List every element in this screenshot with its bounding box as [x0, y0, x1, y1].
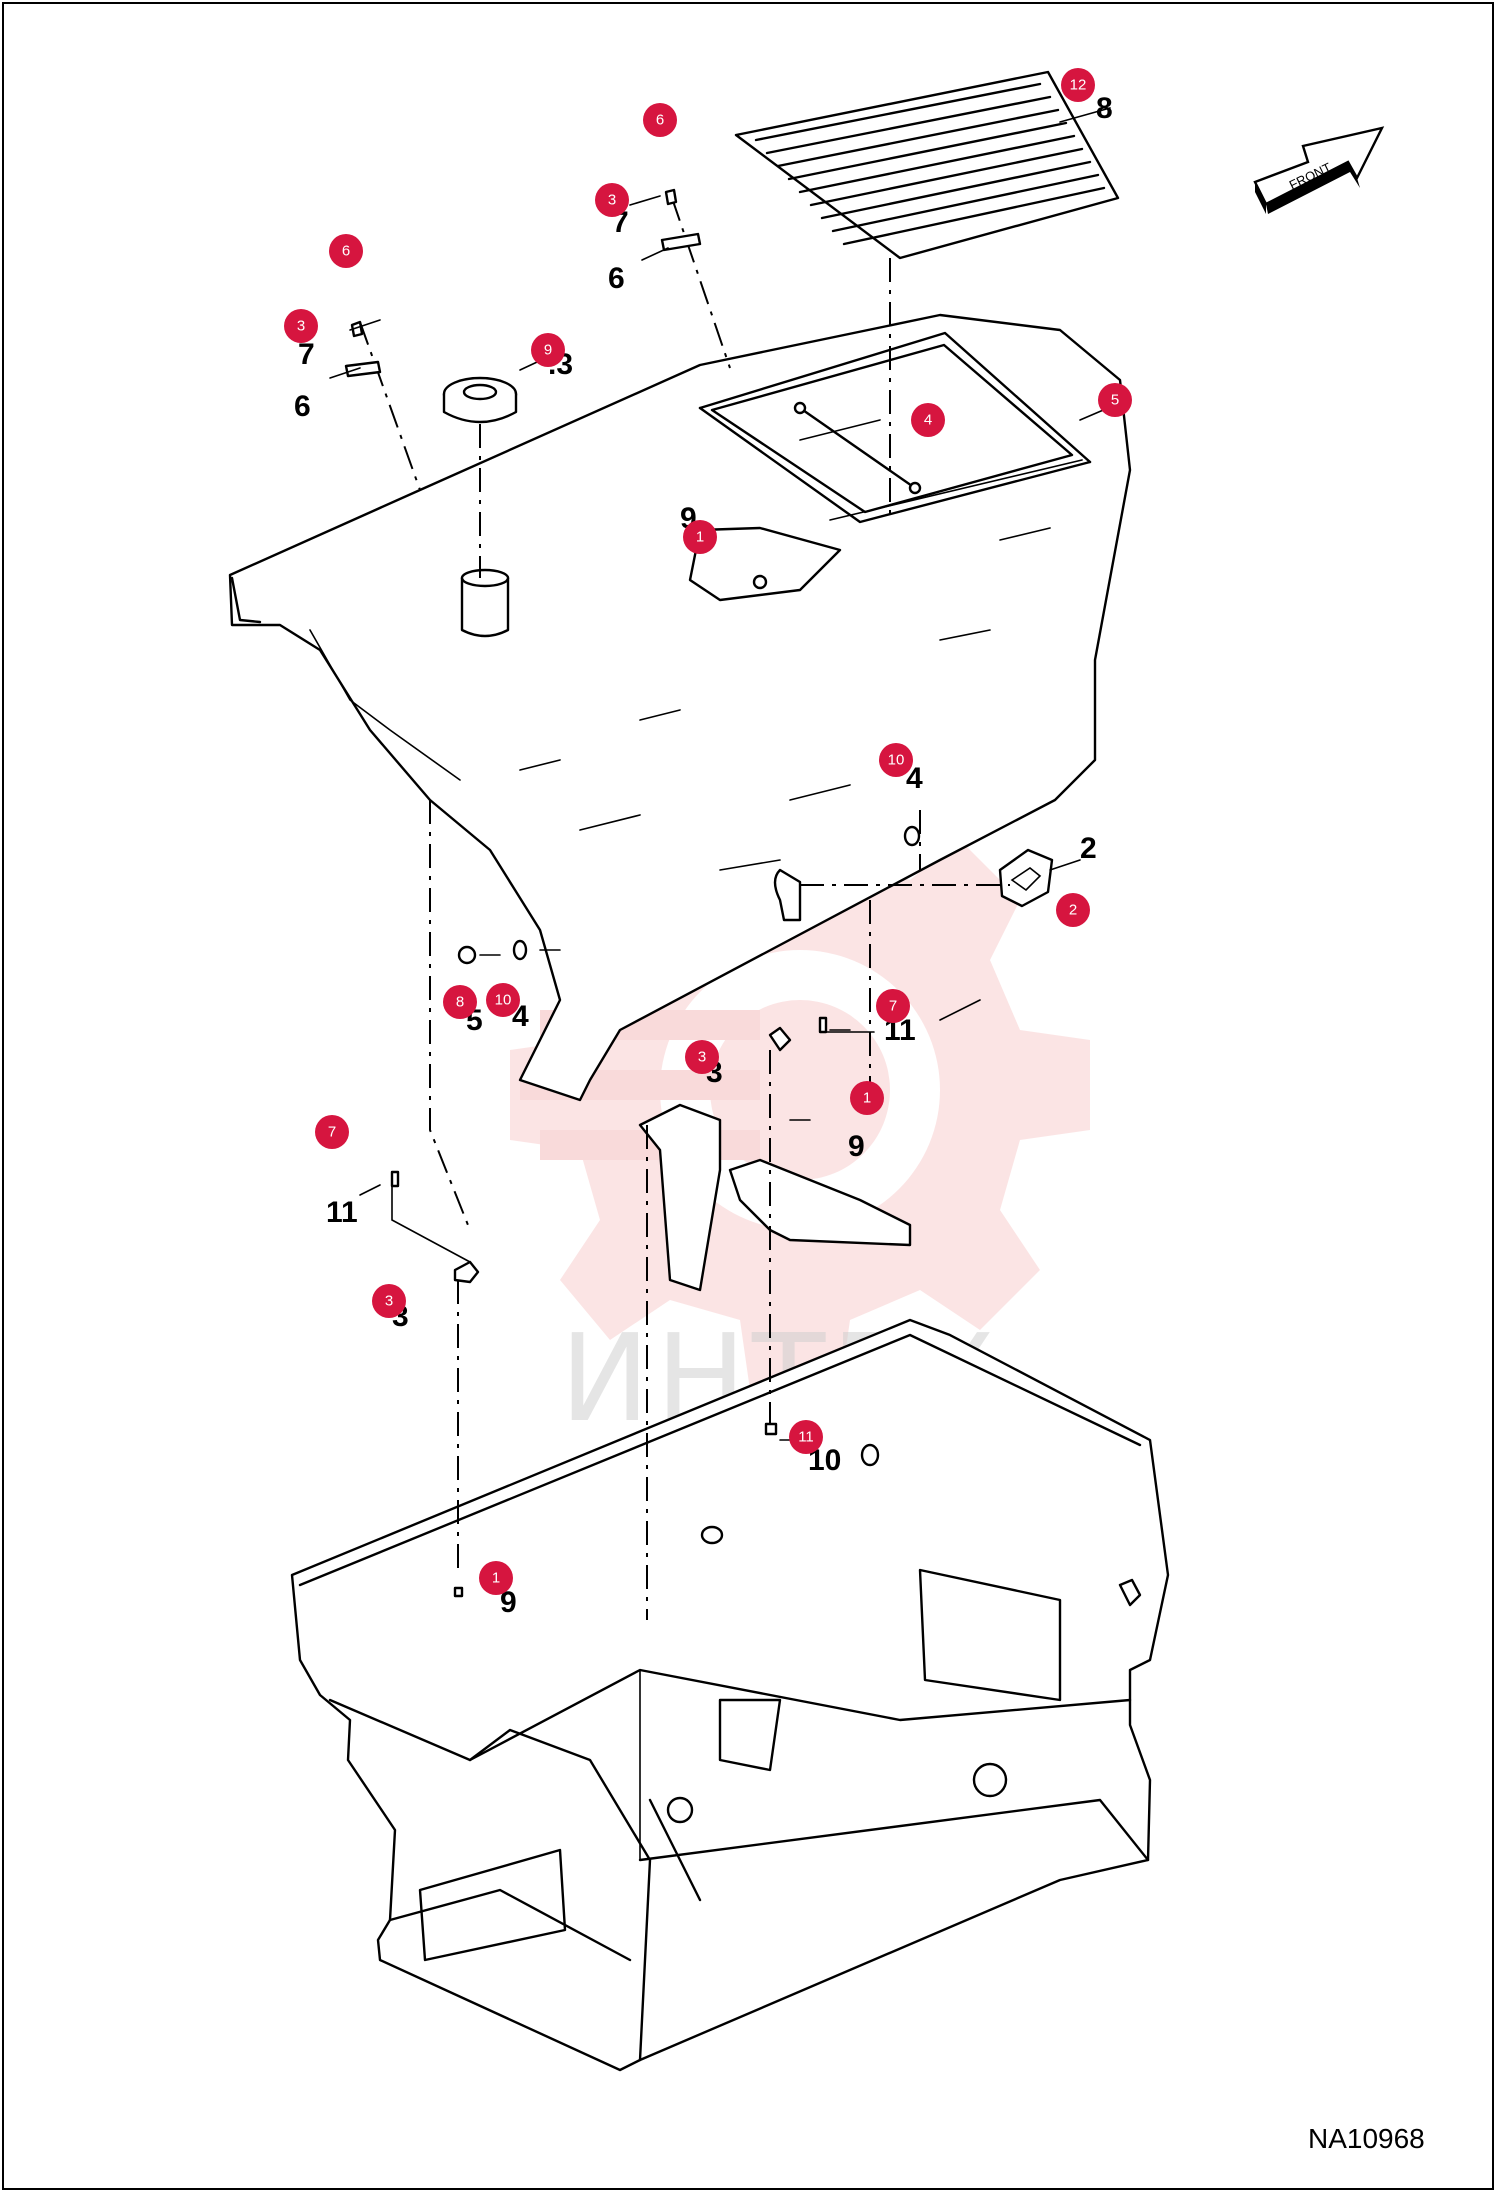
badge-3-top: 3 — [595, 183, 629, 217]
callout-9-bottom: 9 — [500, 1586, 517, 1619]
badge-9: 9 — [531, 333, 565, 367]
grille-panel — [734, 70, 1120, 260]
callout-8: 8 — [1096, 92, 1113, 125]
svg-text:6: 6 — [342, 243, 350, 260]
svg-text:7: 7 — [328, 1124, 336, 1141]
svg-text:5: 5 — [1111, 392, 1119, 409]
badge-1-bottom: 1 — [479, 1561, 513, 1595]
svg-text:10: 10 — [888, 752, 905, 769]
badge-5: 5 — [1098, 383, 1132, 417]
svg-text:2: 2 — [1069, 902, 1077, 919]
callout-6-left: 6 — [294, 390, 311, 423]
engine-cover — [228, 313, 1132, 1102]
svg-text:9: 9 — [544, 342, 552, 359]
latch-bracket — [453, 1026, 912, 1292]
svg-text:1: 1 — [492, 1570, 500, 1587]
callout-4-right: 4 — [906, 762, 923, 795]
callout-2: 2 — [1080, 832, 1097, 865]
badge-10-right: 10 — [879, 743, 913, 777]
badge-4: 4 — [911, 403, 945, 437]
svg-text:3: 3 — [698, 1049, 706, 1066]
badge-1-latch: 1 — [683, 520, 717, 554]
svg-text:11: 11 — [798, 1429, 814, 1446]
badge-3-left: 3 — [284, 309, 318, 343]
badge-8: 8 — [443, 985, 477, 1019]
hardware-parts — [344, 188, 921, 1598]
svg-text:3: 3 — [608, 192, 616, 209]
svg-text:8: 8 — [456, 994, 464, 1011]
svg-text:10: 10 — [495, 992, 512, 1009]
front-arrow-icon: FRONT — [1253, 126, 1385, 214]
badge-10-left: 10 — [486, 983, 520, 1017]
svg-text:12: 12 — [1070, 77, 1087, 94]
badge-12: 12 — [1061, 68, 1095, 102]
badge-11: 11 — [789, 1420, 823, 1454]
svg-text:4: 4 — [924, 412, 932, 429]
svg-text:7: 7 — [889, 998, 897, 1015]
badge-1-mid: 1 — [850, 1081, 884, 1115]
badge-3-low: 3 — [372, 1284, 406, 1318]
svg-text:3: 3 — [385, 1293, 393, 1310]
badge-7-left: 7 — [315, 1115, 349, 1149]
badge-2: 2 — [1056, 893, 1090, 927]
svg-text:3: 3 — [297, 318, 305, 335]
badge-3-mid: 3 — [685, 1040, 719, 1074]
diagram-code: NA10968 — [1308, 2123, 1425, 2154]
callout-numbers: 8 7 6 7 6 .3 9 4 2 5 4 3 11 9 11 3 10 9 — [294, 92, 1113, 1619]
svg-text:6: 6 — [656, 112, 664, 129]
callout-9-mid: 9 — [848, 1130, 865, 1163]
callout-7-left: 7 — [298, 338, 315, 371]
badge-6-left: 6 — [329, 234, 363, 268]
badge-6-top: 6 — [643, 103, 677, 137]
callout-6-top: 6 — [608, 262, 625, 295]
callout-11-left: 11 — [326, 1196, 358, 1229]
badge-7-mid: 7 — [876, 989, 910, 1023]
svg-text:1: 1 — [863, 1090, 871, 1107]
svg-text:1: 1 — [696, 529, 704, 546]
assembly-lines — [359, 197, 1010, 1620]
frame-chassis — [290, 1318, 1170, 2072]
